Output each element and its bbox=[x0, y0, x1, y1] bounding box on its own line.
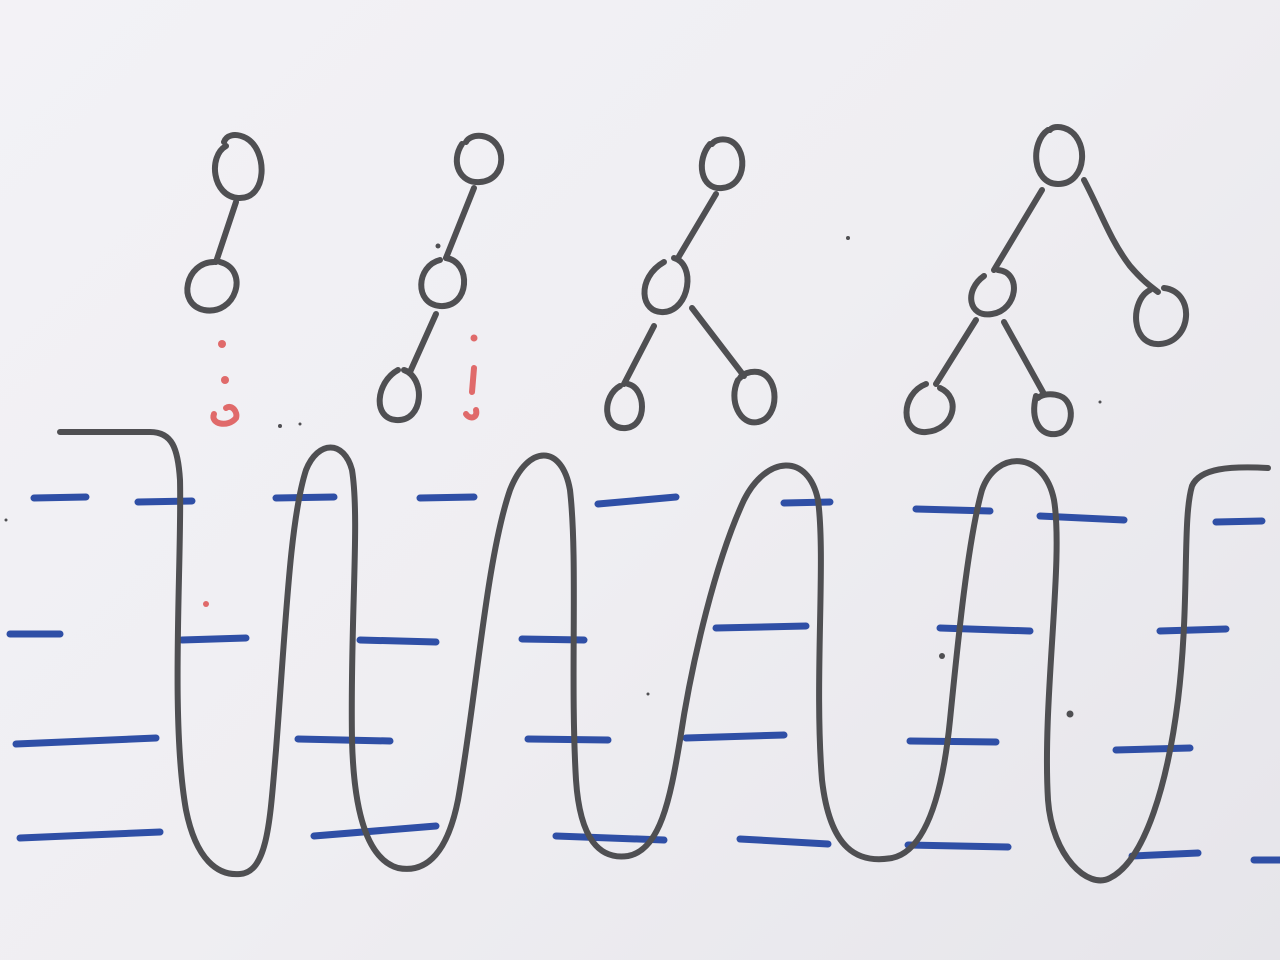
tree-node bbox=[1031, 391, 1074, 438]
water-dash bbox=[682, 731, 788, 742]
tree-edge bbox=[991, 187, 1045, 273]
tree-node bbox=[418, 255, 468, 309]
water-dash bbox=[294, 735, 394, 745]
tree-edge bbox=[933, 317, 979, 387]
water-dash bbox=[780, 498, 834, 507]
tree-node bbox=[968, 267, 1017, 318]
tree-node bbox=[184, 259, 240, 314]
ink-specks bbox=[4, 236, 1102, 718]
water-dash bbox=[1112, 744, 1194, 754]
water-dash bbox=[30, 493, 90, 502]
tree-node bbox=[641, 255, 691, 315]
water-dash bbox=[904, 841, 1012, 851]
wave-line bbox=[57, 429, 1271, 884]
tree-node bbox=[376, 367, 422, 423]
ink-speck bbox=[1098, 400, 1102, 404]
water-dash bbox=[1156, 625, 1230, 635]
water-dash bbox=[356, 636, 440, 646]
red-dot bbox=[463, 407, 480, 421]
water-dash bbox=[524, 735, 612, 744]
water-dash bbox=[178, 634, 250, 644]
tree-edge bbox=[689, 305, 747, 379]
water-dash bbox=[594, 493, 680, 508]
tree-edge bbox=[675, 191, 719, 261]
water-dash bbox=[12, 734, 160, 748]
water-dash bbox=[1128, 849, 1202, 860]
tree-node bbox=[903, 381, 956, 435]
red-dot bbox=[203, 601, 209, 607]
tree-4 bbox=[903, 123, 1190, 438]
tree-node bbox=[453, 132, 505, 186]
tree-edge bbox=[407, 311, 439, 375]
tree-1 bbox=[184, 132, 265, 314]
ink-speck bbox=[939, 653, 945, 659]
tree-edge bbox=[1001, 319, 1047, 397]
tree-edge bbox=[1081, 177, 1161, 295]
red-dot bbox=[210, 404, 240, 427]
tree-edge bbox=[621, 323, 657, 387]
water-dash bbox=[16, 828, 164, 842]
water-dash bbox=[936, 624, 1034, 635]
red-dot bbox=[218, 340, 226, 348]
red-dot bbox=[469, 365, 477, 395]
red-dotted-markers bbox=[203, 334, 480, 607]
water-dash bbox=[310, 822, 440, 840]
ink-speck bbox=[646, 692, 650, 696]
tree-node bbox=[699, 136, 746, 191]
ink-speck bbox=[846, 236, 850, 240]
water-dash bbox=[906, 737, 1000, 746]
water-dash bbox=[416, 493, 478, 502]
ink-speck bbox=[298, 422, 302, 426]
ink-speck bbox=[435, 243, 441, 249]
red-dot bbox=[470, 334, 478, 342]
water-lines bbox=[6, 493, 1280, 864]
serpentine-wave bbox=[57, 429, 1271, 884]
ink-speck bbox=[4, 518, 8, 522]
tree-node bbox=[1033, 123, 1086, 187]
tree-node bbox=[1133, 285, 1190, 347]
water-dash bbox=[1036, 512, 1128, 524]
tree-edge bbox=[443, 185, 477, 261]
tree-3 bbox=[604, 136, 778, 431]
tree-2 bbox=[376, 132, 505, 423]
tree-node bbox=[211, 132, 265, 201]
tree-edge bbox=[213, 199, 239, 265]
water-dash bbox=[134, 497, 196, 506]
water-dash bbox=[552, 832, 668, 844]
water-dash bbox=[272, 493, 338, 502]
tree-node bbox=[604, 381, 645, 431]
ink-speck bbox=[1066, 710, 1074, 718]
tree-node bbox=[731, 368, 778, 426]
water-dash bbox=[1212, 517, 1266, 526]
red-dot bbox=[221, 376, 229, 384]
trees bbox=[184, 123, 1190, 438]
ink-speck bbox=[278, 424, 282, 428]
water-dash bbox=[736, 835, 832, 848]
water-dash bbox=[712, 622, 810, 632]
